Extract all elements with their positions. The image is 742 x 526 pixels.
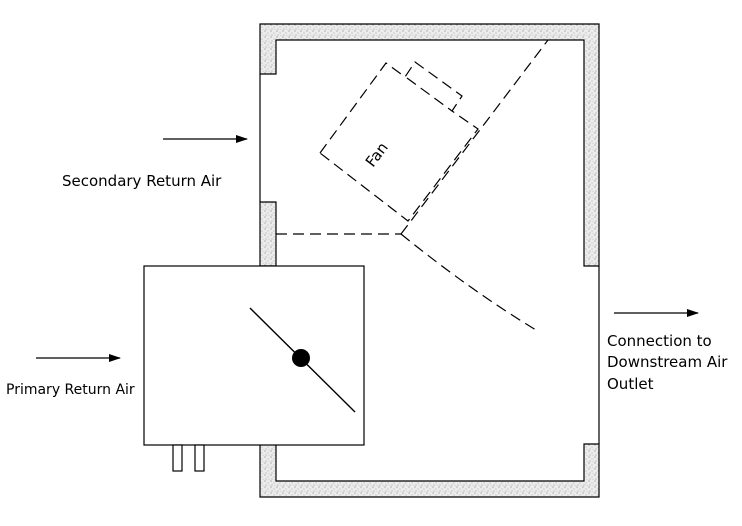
primary-air-valve-box xyxy=(143,265,365,446)
secondary-return-air-label: Secondary Return Air xyxy=(62,172,222,190)
airflow-dashed-lines xyxy=(276,39,549,331)
primary-return-air-label: Primary Return Air xyxy=(6,382,135,398)
outlet-label-line3: Outlet xyxy=(607,375,654,393)
left-wall-insulation xyxy=(259,201,277,267)
fan-housing xyxy=(319,61,479,222)
damper-pivot xyxy=(292,349,310,367)
outlet-label-line1: Connection to xyxy=(607,332,712,350)
casing-insulation xyxy=(259,23,600,498)
sensor-tap-2 xyxy=(194,444,205,472)
top-wall-insulation xyxy=(259,23,600,267)
sensor-tap-1 xyxy=(172,444,183,472)
outlet-label-line2: Downstream Air xyxy=(607,353,728,371)
fan-label: Fan xyxy=(362,139,392,171)
bottom-wall-insulation xyxy=(259,443,600,498)
